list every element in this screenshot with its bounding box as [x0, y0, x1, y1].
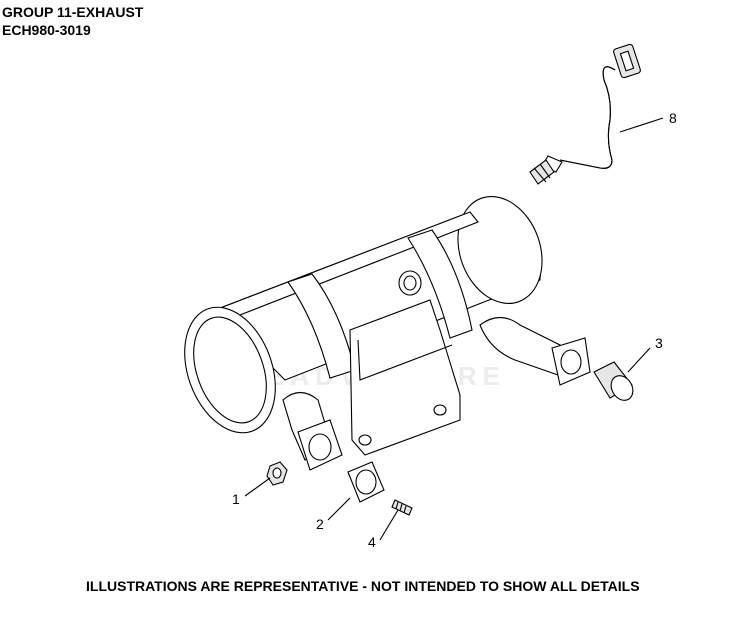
- tailpipe-sleeve-part-3[interactable]: [593, 361, 637, 404]
- muffler[interactable]: [168, 185, 556, 456]
- nut-part-1[interactable]: [266, 461, 288, 486]
- callout-8: 8: [669, 110, 677, 126]
- muffler-strap-right: [407, 229, 473, 339]
- callout-3: 3: [655, 335, 663, 351]
- disclaimer-text: ILLUSTRATIONS ARE REPRESENTATIVE - NOT I…: [86, 578, 640, 594]
- group-title: GROUP 11-EXHAUST: [2, 4, 144, 20]
- gasket-part-2[interactable]: [347, 461, 385, 503]
- callout-4: 4: [368, 534, 376, 550]
- o2-sensor-part-8[interactable]: [529, 43, 641, 185]
- stud-part-4[interactable]: [391, 499, 413, 516]
- mounting-bracket: [349, 299, 461, 456]
- outlet-pipe-right[interactable]: [479, 316, 591, 386]
- callout-leaders: [244, 117, 664, 541]
- callout-2: 2: [316, 516, 324, 532]
- part-number: ECH980-3019: [2, 22, 91, 38]
- callout-1: 1: [232, 491, 240, 507]
- outlet-pipe-left[interactable]: [282, 391, 343, 471]
